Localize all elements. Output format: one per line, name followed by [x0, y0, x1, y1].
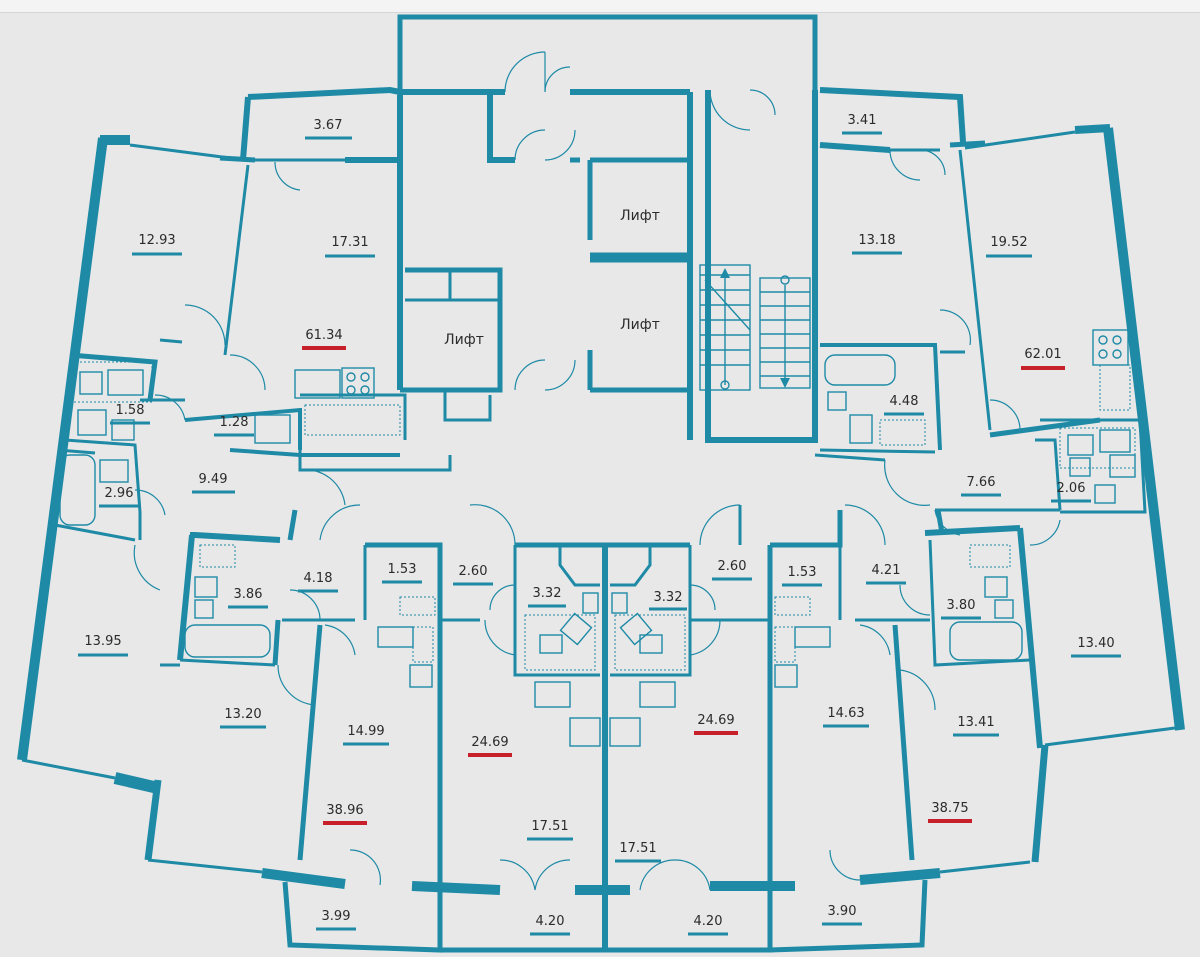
room-area: 9.49 — [199, 472, 228, 487]
lift-label-3: Лифт — [444, 332, 484, 348]
room-area: 14.63 — [827, 706, 864, 721]
room-area: 13.40 — [1077, 636, 1114, 651]
room-area: 2.60 — [459, 564, 488, 579]
room-area: 3.32 — [533, 586, 562, 601]
room-area: 13.41 — [957, 715, 994, 730]
outer-walls — [17, 14, 1185, 953]
room-area: 1.53 — [788, 565, 817, 580]
core — [397, 89, 818, 443]
apartment-total-area: 61.34 — [305, 328, 342, 343]
room-area: 13.18 — [858, 233, 895, 248]
apartment-total-area: 62.01 — [1024, 347, 1061, 362]
room-area: 13.20 — [224, 707, 261, 722]
room-labels: 12.93 3.67 17.31 1.58 1.28 2.96 9.49 13.… — [78, 113, 1121, 936]
apartment-total-area: 38.75 — [931, 801, 968, 816]
room-area: 13.95 — [84, 634, 121, 649]
center-interior-walls — [513, 542, 770, 950]
room-area: 12.93 — [138, 233, 175, 248]
room-area: 1.58 — [116, 403, 145, 418]
room-area: 2.96 — [105, 486, 134, 501]
apartment-totals: 61.34 62.01 24.69 24.69 38.96 38.75 — [302, 328, 1065, 825]
left-interior-walls — [54, 155, 492, 890]
lift-label-1: Лифт — [620, 208, 660, 224]
top-strip — [0, 0, 1200, 13]
room-area: 7.66 — [967, 475, 996, 490]
room-area: 3.99 — [322, 909, 351, 924]
room-area: 3.32 — [654, 590, 683, 605]
apartment-total-area: 24.69 — [697, 713, 734, 728]
apartment-total-area: 38.96 — [326, 803, 363, 818]
fixtures — [59, 329, 1136, 747]
room-area: 3.41 — [848, 113, 877, 128]
room-area: 2.60 — [718, 559, 747, 574]
room-area: 4.20 — [536, 914, 565, 929]
room-area: 4.21 — [872, 563, 901, 578]
right-interior-walls — [738, 140, 1147, 890]
room-area: 3.90 — [828, 904, 857, 919]
room-area: 17.51 — [531, 819, 568, 834]
room-area: 17.51 — [619, 841, 656, 856]
apartment-total-area: 24.69 — [471, 735, 508, 750]
room-area: 1.28 — [220, 415, 249, 430]
room-area: 3.67 — [314, 118, 343, 133]
room-area: 4.48 — [890, 394, 919, 409]
room-area: 3.86 — [234, 587, 263, 602]
room-area: 17.31 — [331, 235, 368, 250]
lift-label-2: Лифт — [620, 317, 660, 333]
room-area: 4.20 — [694, 914, 723, 929]
room-area: 3.80 — [947, 598, 976, 613]
room-area: 14.99 — [347, 724, 384, 739]
room-area: 4.18 — [304, 571, 333, 586]
room-area: 19.52 — [990, 235, 1027, 250]
room-area: 2.06 — [1057, 481, 1086, 496]
doors — [133, 51, 1061, 891]
room-area: 1.53 — [388, 562, 417, 577]
